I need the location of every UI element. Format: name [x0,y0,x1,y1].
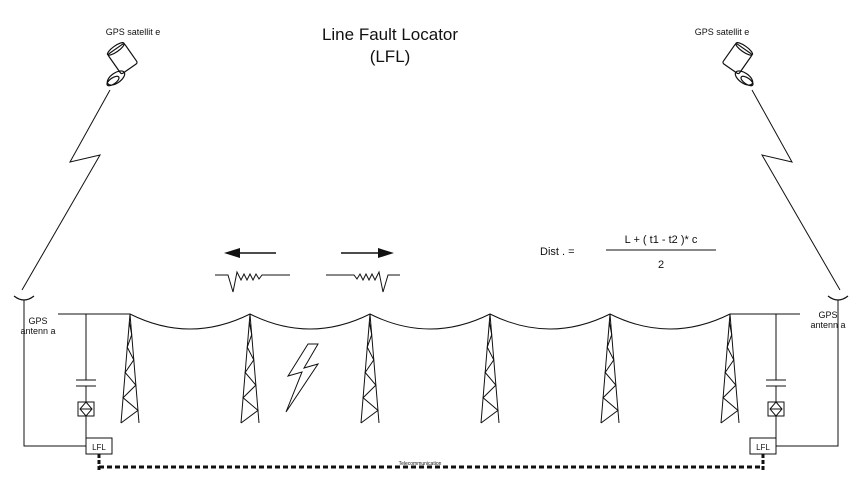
right-coupling-capacitor [766,314,786,438]
transmission-tower-3 [360,313,380,424]
left-gps-signal-line [21,89,111,291]
formula-lhs: Dist . = [540,246,575,258]
left-antenna-label-2: antenn a [20,326,55,336]
right-satellite-icon [722,42,754,87]
left-wave-pulse [215,270,290,293]
transmission-tower-1 [120,313,140,424]
formula-numerator: L + ( t1 - t2 )* c [625,234,698,246]
transmission-tower-5 [600,313,620,424]
right-antenna-wire [776,300,839,447]
right-lfl-label: LFL [756,443,770,452]
transmission-tower-4 [480,313,500,424]
left-lfl-label: LFL [92,443,106,452]
title-line-1: Line Fault Locator [322,25,458,44]
left-antenna-label-1: GPS [28,316,47,326]
towers-group [120,313,740,424]
lightning-fault-icon [285,343,320,413]
left-gps-antenna-icon [13,295,35,301]
formula-denominator: 2 [658,259,664,271]
left-coupling-capacitor [76,314,96,438]
right-wave-pulse [326,270,400,293]
transmission-tower-2 [240,313,260,424]
right-satellite-label: GPS satellit e [695,27,750,37]
right-travel-arrow-icon [341,248,394,258]
transmission-line [58,313,800,330]
right-lfl-unit: LFL [749,437,777,455]
left-satellite-label: GPS satellit e [106,27,161,37]
telecommunication-link: Telecommunication [97,454,765,470]
left-lfl-unit: LFL [85,437,113,455]
left-travel-arrow-icon [224,248,276,258]
left-antenna-wire [23,300,86,447]
right-gps-antenna-icon [827,295,849,301]
telecom-label: Telecommunication [399,461,442,467]
title-line-2: (LFL) [370,47,411,66]
right-gps-signal-line [751,89,841,291]
right-antenna-label-1: GPS [818,310,837,320]
transmission-tower-6 [720,313,740,424]
right-antenna-label-2: antenn a [810,320,845,330]
left-satellite-icon [106,42,138,87]
